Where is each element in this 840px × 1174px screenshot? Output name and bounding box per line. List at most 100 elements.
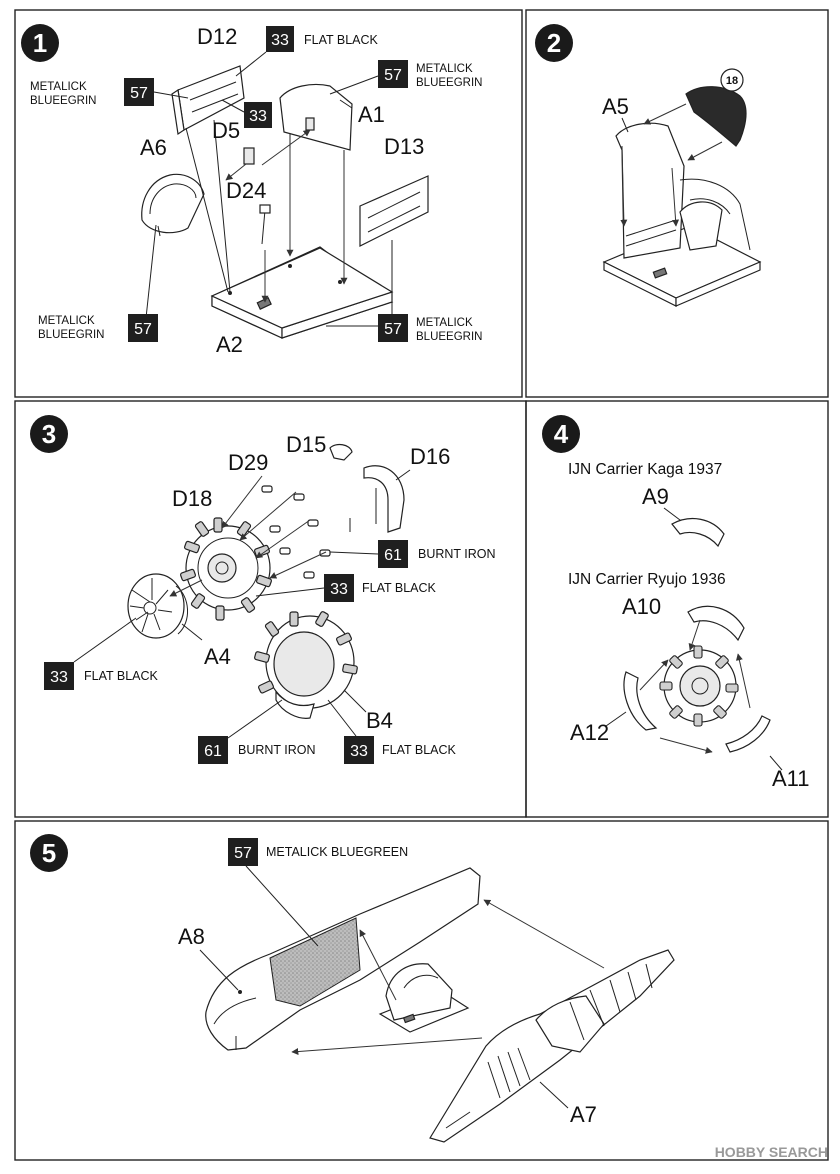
step-2: 2 18 A5 — [535, 24, 762, 307]
part-d5-drawing — [243, 147, 255, 165]
svg-text:33: 33 — [249, 108, 267, 125]
label-d5: D5 — [212, 118, 240, 143]
engine-pins — [261, 485, 331, 579]
callout-33-flat-black-mid: 33 FLAT BLACK — [255, 574, 437, 602]
svg-text:METALICK BLUEGREEN: METALICK BLUEGREEN — [266, 845, 408, 859]
callout-33-flat-black-bottom: 33 FLAT BLACK — [327, 699, 457, 764]
svg-text:FLAT BLACK: FLAT BLACK — [362, 581, 437, 595]
step-2-badge — [535, 24, 573, 62]
svg-text:57: 57 — [234, 845, 252, 862]
part-a2-drawing — [210, 246, 394, 339]
svg-text:BLUEEGRIN: BLUEEGRIN — [416, 77, 482, 89]
svg-text:33: 33 — [271, 32, 289, 49]
svg-text:57: 57 — [130, 85, 148, 102]
part-d15-drawing — [329, 443, 353, 461]
part-a7-drawing — [429, 949, 675, 1143]
label-d29: D29 — [228, 450, 268, 475]
svg-text:33: 33 — [50, 669, 68, 686]
svg-text:61: 61 — [204, 743, 222, 760]
callout-57-metalick-seat: METALICK BLUEEGRIN 57 — [38, 314, 158, 342]
step-3-number: 3 — [42, 419, 56, 449]
part-a12-drawing — [623, 671, 658, 731]
svg-text:FLAT BLACK: FLAT BLACK — [304, 33, 379, 47]
part-d13-drawing — [359, 175, 429, 247]
label-a1: A1 — [358, 102, 385, 127]
callout-61-burnt-iron-top: 61 BURNT IRON — [329, 540, 496, 568]
step-5-number: 5 — [42, 838, 56, 868]
label-d15: D15 — [286, 432, 326, 457]
svg-text:57: 57 — [384, 321, 402, 338]
label-a7: A7 — [570, 1102, 597, 1127]
svg-text:57: 57 — [384, 67, 402, 84]
variant-kaga: IJN Carrier Kaga 1937 — [568, 461, 722, 478]
svg-text:BLUEEGRIN: BLUEEGRIN — [30, 95, 96, 107]
svg-text:61: 61 — [384, 547, 402, 564]
part-a1-drawing — [279, 83, 353, 160]
part-d12-drawing — [171, 65, 245, 136]
step4-engine — [659, 645, 739, 727]
callout-33-flat-black-top: 33 FLAT BLACK — [235, 26, 379, 77]
cockpit-subassembly-step5 — [378, 963, 470, 1033]
label-a2: A2 — [216, 332, 243, 357]
label-d12: D12 — [197, 24, 237, 49]
part-a9-drawing — [671, 517, 725, 548]
label-d13: D13 — [384, 134, 424, 159]
part-a6-drawing — [141, 173, 205, 237]
label-a12: A12 — [570, 720, 609, 745]
label-a8: A8 — [178, 924, 205, 949]
step-4-badge — [542, 415, 580, 453]
part-a8-drawing — [205, 867, 481, 1051]
step-1-number: 1 — [33, 28, 47, 58]
label-a4: A4 — [204, 644, 231, 669]
svg-text:FLAT BLACK: FLAT BLACK — [84, 669, 159, 683]
decal-18: 18 — [685, 68, 747, 147]
label-d18: D18 — [172, 486, 212, 511]
part-d16-drawing — [349, 465, 405, 533]
step-5-badge — [30, 834, 68, 872]
callout-57-metalick-d12: METALICK BLUEEGRIN 57 — [30, 78, 189, 107]
part-a11-drawing — [725, 715, 771, 753]
callout-61-burnt-iron-bottom: 61 BURNT IRON — [198, 699, 316, 764]
engine-b4-drawing — [254, 611, 358, 719]
label-d16: D16 — [410, 444, 450, 469]
watermark: HOBBY SEARCH — [715, 1144, 828, 1160]
engine-d18-drawing — [180, 517, 272, 621]
callout-33-flat-black-cowl: 33 FLAT BLACK — [44, 617, 159, 690]
svg-text:METALICK: METALICK — [416, 317, 473, 329]
svg-text:33: 33 — [330, 581, 348, 598]
panel-step-4 — [525, 400, 829, 818]
step-3: 3 — [30, 415, 496, 764]
label-a6: A6 — [140, 135, 167, 160]
svg-text:57: 57 — [134, 321, 152, 338]
label-a11: A11 — [772, 766, 810, 791]
svg-text:BURNT IRON: BURNT IRON — [238, 743, 316, 757]
variant-ryujo: IJN Carrier Ryujo 1936 — [568, 571, 726, 588]
svg-text:METALICK: METALICK — [38, 315, 95, 327]
svg-text:FLAT BLACK: FLAT BLACK — [382, 743, 457, 757]
svg-text:METALICK: METALICK — [30, 81, 87, 93]
label-a9: A9 — [642, 484, 669, 509]
svg-text:18: 18 — [726, 75, 738, 87]
svg-text:BLUEEGRIN: BLUEEGRIN — [38, 329, 104, 341]
callout-57-metalick-bluegreen: 57 METALICK BLUEGREEN — [228, 838, 408, 947]
callout-57-metalick-a1: 57 METALICK BLUEEGRIN — [329, 60, 482, 95]
panel-step-5 — [14, 820, 829, 1161]
callout-57-metalick-base: 57 METALICK BLUEEGRIN — [378, 314, 482, 343]
label-a5: A5 — [602, 94, 629, 119]
svg-text:BURNT IRON: BURNT IRON — [418, 547, 496, 561]
panel-step-2 — [525, 9, 829, 398]
panel-step-1 — [14, 9, 523, 398]
step-4: 4 IJN Carrier Kaga 1937 A9 IJN Carrier R… — [542, 415, 810, 791]
cockpit-assembly-step2 — [602, 122, 762, 307]
svg-text:33: 33 — [350, 743, 368, 760]
step-5: 5 — [30, 834, 675, 1143]
part-a10-drawing — [687, 605, 745, 642]
step-2-number: 2 — [547, 28, 561, 58]
label-d24: D24 — [226, 178, 266, 203]
label-a10: A10 — [622, 594, 661, 619]
part-d24-drawing — [259, 204, 271, 245]
label-b4: B4 — [366, 708, 393, 733]
part-a4-drawing — [127, 573, 188, 639]
svg-text:METALICK: METALICK — [416, 63, 473, 75]
